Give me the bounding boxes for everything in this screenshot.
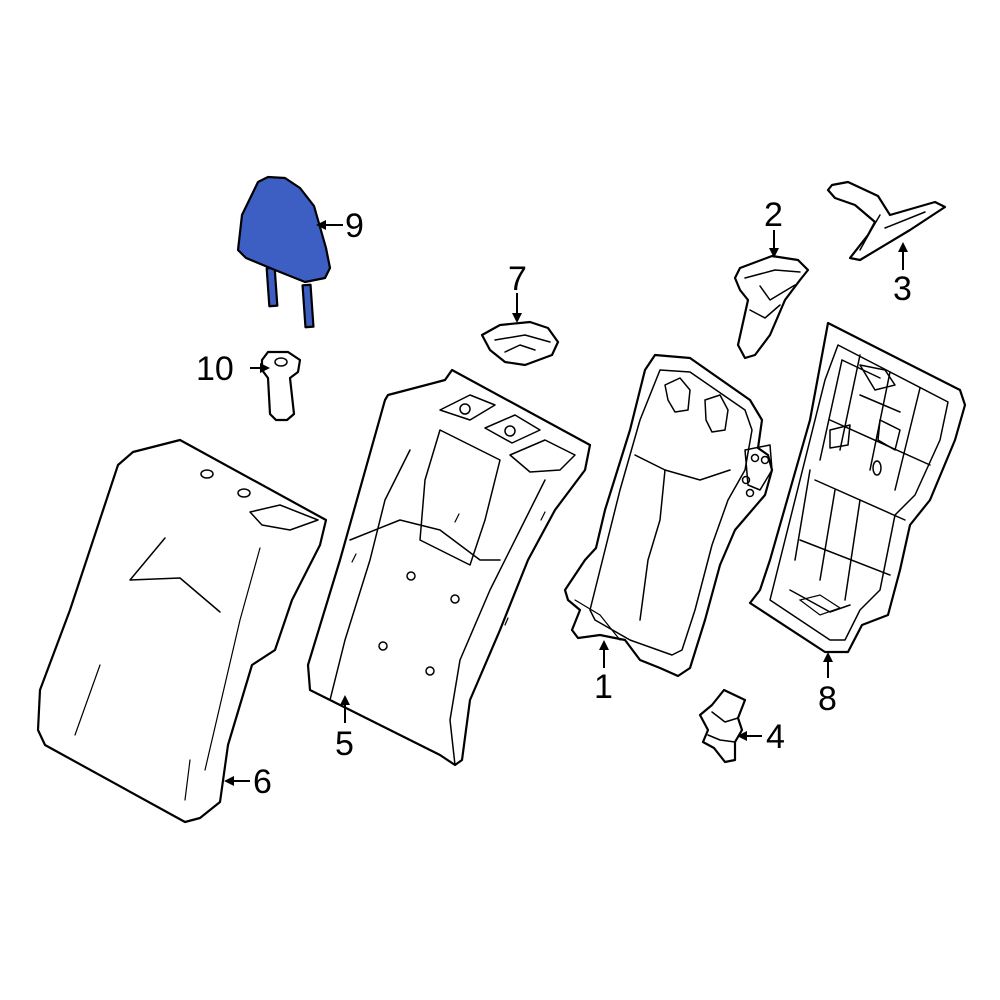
callout-leaders xyxy=(224,220,908,786)
part-9-headrest[interactable] xyxy=(236,175,332,329)
callout-2: 2 xyxy=(764,196,783,234)
part-3-strap[interactable] xyxy=(826,180,947,262)
callout-1: 1 xyxy=(594,668,613,706)
callout-5: 5 xyxy=(335,725,354,763)
part-5-frame[interactable] xyxy=(306,368,592,767)
callout-4: 4 xyxy=(766,718,785,756)
part-2-latch-cover[interactable] xyxy=(733,254,810,360)
part-6-cushion[interactable] xyxy=(36,438,328,824)
callout-3: 3 xyxy=(893,270,912,308)
part-8-back-board[interactable] xyxy=(748,321,967,654)
part-7-headrest-guide[interactable] xyxy=(480,320,560,367)
callout-labels: 9 10 7 2 3 1 8 4 5 6 xyxy=(196,196,912,801)
callout-9: 9 xyxy=(345,207,364,245)
callout-8: 8 xyxy=(818,680,837,718)
part-1-back-panel[interactable] xyxy=(563,353,774,678)
callout-10: 10 xyxy=(196,350,234,388)
part-10-guide-sleeve[interactable] xyxy=(260,350,302,422)
callout-7: 7 xyxy=(508,260,527,298)
part-4-bracket[interactable] xyxy=(698,688,747,764)
callout-6: 6 xyxy=(253,763,272,801)
